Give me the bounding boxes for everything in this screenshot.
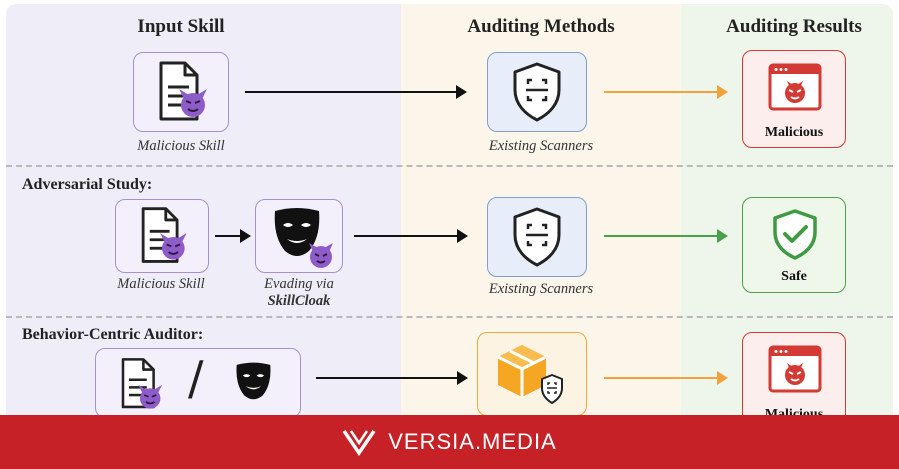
row-separator xyxy=(6,165,893,167)
brand-name[interactable]: VERSIA.MEDIA xyxy=(388,429,557,454)
row-label-adversarial: Adversarial Study: xyxy=(22,176,153,193)
flow-arrow-result xyxy=(604,85,728,99)
caption-malicious-skill: Malicious Skill xyxy=(117,276,205,292)
row-separator xyxy=(6,316,893,318)
row-label-behavior: Behavior-Centric Auditor: xyxy=(22,326,204,343)
caption-skillcloak: SkillCloak xyxy=(267,293,331,309)
devil-icon xyxy=(179,89,207,117)
devil-icon xyxy=(309,243,333,268)
brand-banner: VERSIA.MEDIA xyxy=(0,415,899,469)
result-label: Safe xyxy=(781,269,807,284)
shield-scan-icon xyxy=(513,62,561,122)
column-title-methods: Auditing Methods xyxy=(467,16,615,37)
caption-malicious-skill: Malicious Skill xyxy=(137,138,225,154)
existing-scanners-box xyxy=(487,52,587,132)
flow-arrow-result xyxy=(604,229,728,243)
behavior-auditor-box xyxy=(477,332,587,416)
result-safe-box: Safe xyxy=(742,197,846,293)
flow-arrow xyxy=(215,229,251,243)
malicious-window-icon xyxy=(768,63,822,111)
document-icon xyxy=(159,61,207,121)
devil-icon xyxy=(160,233,187,260)
shield-check-icon xyxy=(773,209,817,260)
mask-icon xyxy=(274,208,333,268)
document-icon xyxy=(141,207,187,263)
malicious-skill-box xyxy=(115,199,209,273)
document-icon xyxy=(121,358,163,409)
caption-existing-scanners: Existing Scanners xyxy=(488,138,594,154)
devil-icon xyxy=(138,384,163,409)
slash-divider: / xyxy=(188,351,204,405)
result-label: Malicious xyxy=(764,125,824,140)
flow-arrow xyxy=(316,371,468,385)
existing-scanners-box xyxy=(487,197,587,277)
cube-icon xyxy=(497,345,563,404)
evading-box xyxy=(255,199,343,273)
shield-scan-icon xyxy=(513,207,561,267)
flow-arrow xyxy=(354,229,468,243)
mask-icon xyxy=(236,362,271,400)
result-malicious-box: Malicious xyxy=(742,50,846,148)
flow-arrow xyxy=(245,85,467,99)
caption-evading-line1: Evading via xyxy=(264,276,334,292)
input-skill-box: / xyxy=(95,348,301,418)
column-title-results: Auditing Results xyxy=(726,16,862,37)
malicious-window-icon xyxy=(768,345,822,393)
flow-arrow-result xyxy=(604,371,728,385)
result-malicious-box: Malicious xyxy=(742,332,846,430)
column-title-input: Input Skill xyxy=(137,16,225,37)
versia-logo-icon xyxy=(342,430,376,456)
shield-scan-icon xyxy=(541,374,563,404)
malicious-skill-box xyxy=(133,52,229,132)
caption-existing-scanners: Existing Scanners xyxy=(488,281,594,297)
